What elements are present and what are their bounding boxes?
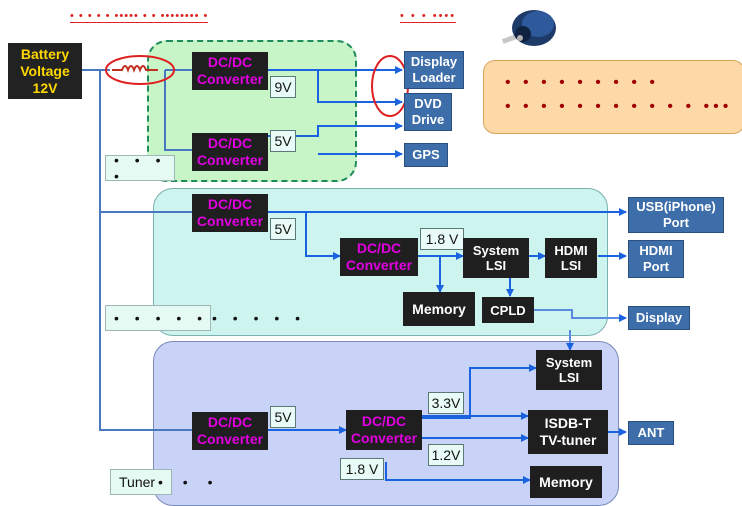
tuner-dots: • • •: [158, 474, 221, 490]
tuner-label: Tuner: [119, 474, 156, 490]
usb-port-box: USB(iPhone) Port: [628, 197, 724, 233]
dcdc-converter-5: DC/DC Converter: [192, 412, 268, 450]
battery-line-1: Battery: [20, 45, 70, 62]
system-lsi-block-2: System LSI: [536, 350, 602, 390]
battery-voltage-label: Battery Voltage 12V: [8, 43, 82, 99]
system-lsi-block: System LSI: [463, 238, 529, 278]
converter-5-line-2: Converter: [196, 431, 264, 447]
system-lsi-1-line-2: LSI: [485, 258, 507, 273]
converter-6-line-1: DC/DC: [361, 413, 407, 429]
dcdc-converter-6: DC/DC Converter: [346, 410, 422, 450]
voltage-3-3v: 3.3V: [428, 392, 464, 414]
converter-2-line-2: Converter: [196, 152, 264, 168]
dcdc-converter-3: DC/DC Converter: [192, 194, 268, 232]
dvd-drive-box: DVD Drive: [404, 93, 452, 131]
hdmi-port-box: HDMI Port: [628, 240, 684, 278]
tuner-box: Tuner: [110, 469, 172, 495]
motor-image: [501, 10, 556, 46]
tv-tuner-line-1: ISDB-T: [544, 415, 592, 431]
display-loader-line-1: Display: [410, 54, 458, 69]
memory-block-blue: Memory: [530, 466, 602, 498]
ant-box: ANT: [628, 421, 674, 445]
memory-block-cyan: Memory: [403, 292, 475, 326]
converter-3-line-2: Converter: [196, 213, 264, 229]
dcdc-converter-2: DC/DC Converter: [192, 133, 268, 171]
converter-1-line-2: Converter: [196, 71, 264, 87]
voltage-9v: 9V: [270, 76, 296, 98]
cpld-block: CPLD: [482, 297, 534, 323]
system-lsi-1-line-1: System: [472, 243, 520, 258]
dvd-drive-line-1: DVD: [414, 96, 442, 111]
system-lsi-2-line-1: System: [545, 355, 593, 370]
converter-2-line-1: DC/DC: [207, 135, 253, 151]
header-left-dots: • • • • • ••••• • • •••••••• •: [70, 10, 209, 23]
hdmi-port-line-2: Port: [643, 259, 669, 274]
gps-box: GPS: [404, 143, 448, 167]
hdmi-lsi-line-1: HDMI: [554, 243, 588, 258]
tv-tuner-line-2: TV-tuner: [539, 432, 597, 448]
converter-4-line-2: Converter: [345, 257, 413, 273]
orange-row-1: • • • • • • • • •: [505, 74, 659, 91]
voltage-5v-blue: 5V: [270, 406, 296, 428]
voltage-1-8v-cyan: 1.8 V: [420, 228, 464, 250]
hdmi-port-line-1: HDMI: [639, 243, 673, 258]
converter-3-line-1: DC/DC: [207, 196, 253, 212]
cyan-extra-dots: • • • • •: [212, 310, 307, 326]
dotted-box-cyan: • • • • • • • • • • • •: [105, 305, 211, 331]
orange-row-2: • • • • • • • • • • • •••: [505, 98, 733, 115]
tv-tuner-block: ISDB-T TV-tuner: [528, 410, 608, 454]
voltage-1-2v: 1.2V: [428, 444, 464, 466]
voltage-1-8v-blue: 1.8 V: [340, 458, 384, 480]
usb-port-line-1: USB(iPhone): [636, 199, 716, 214]
converter-1-line-1: DC/DC: [207, 54, 253, 70]
battery-line-2: Voltage: [20, 62, 70, 79]
hdmi-lsi-block: HDMI LSI: [545, 238, 597, 278]
dvd-drive-line-2: Drive: [411, 112, 445, 127]
converter-5-line-1: DC/DC: [207, 414, 253, 430]
display-loader-box: Display Loader: [404, 51, 464, 89]
voltage-5v-cyan: 5V: [270, 218, 296, 240]
converter-6-line-2: Converter: [350, 430, 418, 446]
voltage-5v-green: 5V: [270, 130, 296, 152]
converter-4-line-1: DC/DC: [356, 240, 402, 256]
system-lsi-2-line-2: LSI: [558, 370, 580, 385]
dcdc-converter-4: DC/DC Converter: [340, 238, 418, 276]
dcdc-converter-1: DC/DC Converter: [192, 52, 268, 90]
display-box: Display: [628, 306, 690, 330]
hdmi-lsi-line-2: LSI: [560, 258, 582, 273]
orange-region: [483, 60, 742, 134]
dotted-box-green: • • • •: [105, 152, 175, 184]
header-right-dots: • • • ••••: [400, 10, 457, 23]
usb-port-line-2: Port: [663, 215, 689, 230]
battery-line-3: 12V: [32, 79, 58, 96]
display-loader-line-2: Loader: [412, 70, 456, 85]
